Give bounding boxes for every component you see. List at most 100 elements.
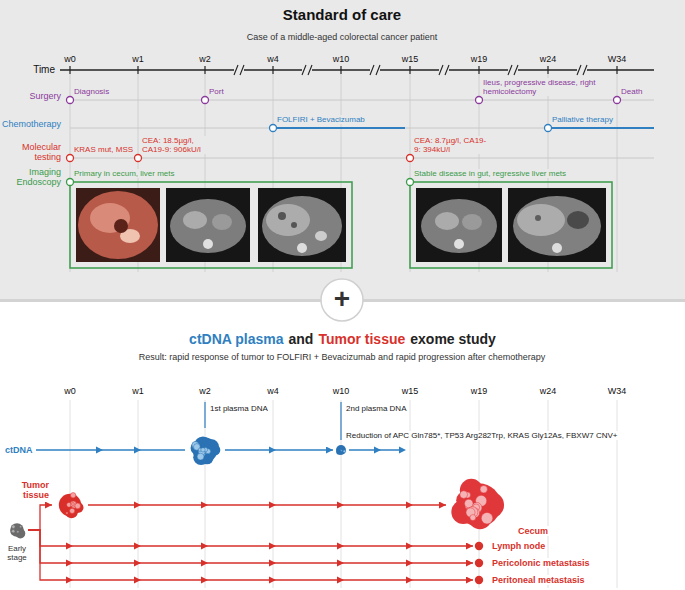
tumor-cluster: Tumor tissue bbox=[52, 487, 88, 523]
arrowhead bbox=[269, 502, 276, 509]
cell-highlight bbox=[480, 543, 482, 545]
cell bbox=[478, 544, 482, 548]
metastasis-dot: Lymph node bbox=[473, 540, 485, 552]
arrowhead bbox=[406, 543, 413, 550]
image-ground bbox=[416, 188, 502, 262]
event-marker bbox=[270, 125, 277, 132]
node-shape bbox=[333, 442, 349, 458]
week-label: w24 bbox=[539, 54, 558, 64]
arrowhead bbox=[337, 577, 344, 584]
cell-highlight bbox=[72, 503, 75, 506]
image-detail bbox=[421, 199, 497, 253]
event-label: Diagnosis bbox=[73, 87, 110, 96]
arrowhead bbox=[66, 543, 73, 550]
metastasis-dot: Pericolonic metastasis bbox=[473, 557, 485, 569]
top-panel bbox=[0, 0, 685, 299]
event-marker bbox=[67, 179, 74, 186]
connector-group bbox=[28, 530, 473, 550]
week-label: w2 bbox=[198, 54, 212, 64]
arrowhead bbox=[269, 543, 276, 550]
connector bbox=[28, 505, 52, 530]
grid-line bbox=[205, 400, 206, 588]
grid-line bbox=[273, 400, 274, 588]
event-marker bbox=[407, 179, 414, 186]
image-detail bbox=[513, 196, 601, 256]
arrowhead bbox=[66, 560, 73, 567]
title: Standard of care bbox=[282, 6, 402, 23]
cell bbox=[478, 545, 481, 548]
break-mark bbox=[577, 65, 587, 75]
axis-tick bbox=[69, 66, 70, 74]
image-detail bbox=[90, 203, 130, 233]
event-markers bbox=[67, 97, 621, 186]
week-label: w4 bbox=[266, 386, 280, 396]
cell-highlight bbox=[480, 560, 482, 562]
node-shape bbox=[6, 519, 28, 541]
image-detail bbox=[291, 222, 297, 228]
grid-line bbox=[617, 400, 618, 588]
arrowhead bbox=[96, 447, 103, 454]
break-mark bbox=[234, 65, 244, 75]
node-label: 2nd plasma DNA bbox=[345, 404, 407, 413]
image-detail bbox=[262, 196, 342, 256]
grid-line bbox=[341, 400, 342, 588]
image-frame bbox=[410, 182, 612, 268]
arrowhead bbox=[406, 560, 413, 567]
cell-mass bbox=[475, 576, 483, 584]
week-label: w0 bbox=[63, 54, 77, 64]
event-marker bbox=[67, 97, 74, 104]
ct-image bbox=[166, 188, 250, 262]
ctdna-cluster: 2nd plasma DNAReduction of APC Gln785*, … bbox=[333, 442, 349, 458]
cell bbox=[478, 562, 481, 565]
arrowhead bbox=[399, 447, 406, 454]
break-mark bbox=[302, 65, 312, 75]
ct-image bbox=[416, 188, 502, 262]
row-label: ctDNA bbox=[4, 445, 34, 455]
cell-highlight bbox=[341, 450, 342, 451]
axis-tick bbox=[204, 66, 205, 74]
week-label: w2 bbox=[198, 386, 212, 396]
row-label: Surgery bbox=[28, 91, 62, 101]
arrowhead bbox=[201, 577, 208, 584]
cell-mass bbox=[336, 445, 346, 455]
cell bbox=[477, 544, 481, 548]
image-detail bbox=[535, 215, 541, 221]
cell-mass bbox=[475, 559, 483, 567]
break-gap bbox=[508, 66, 518, 74]
arrowhead bbox=[134, 543, 141, 550]
break-mark bbox=[370, 65, 380, 75]
event-label: CEA: 8.7µg/l, CA19-9: 394kU/l bbox=[413, 136, 491, 154]
tumor-cluster: Cecum bbox=[446, 472, 512, 538]
week-label: w1 bbox=[131, 386, 145, 396]
node-label: Peritoneal metastasis bbox=[491, 575, 586, 585]
image-detail bbox=[266, 204, 310, 236]
node-shape bbox=[473, 540, 485, 552]
event-marker bbox=[202, 97, 209, 104]
arrowhead bbox=[269, 560, 276, 567]
cell-mass bbox=[475, 542, 483, 550]
cell-highlight bbox=[480, 577, 482, 579]
week-label: w1 bbox=[131, 54, 145, 64]
image-ground bbox=[508, 188, 606, 262]
event-marker bbox=[476, 97, 483, 104]
row-label: Imaging Endoscopy bbox=[8, 167, 62, 188]
cell-highlight bbox=[480, 486, 487, 493]
cell-highlight bbox=[75, 503, 81, 509]
ct-image bbox=[258, 188, 346, 262]
subtitle: Case of a middle-aged colorectal cancer … bbox=[246, 32, 439, 42]
heading-part: exome study bbox=[410, 331, 496, 347]
ct-image bbox=[508, 188, 606, 262]
cell bbox=[477, 578, 481, 582]
image-detail bbox=[435, 212, 459, 230]
image-detail bbox=[114, 219, 128, 233]
grid-line bbox=[138, 400, 139, 588]
week-label: w15 bbox=[401, 54, 420, 64]
week-label: w15 bbox=[401, 386, 420, 396]
cell-highlight bbox=[12, 530, 15, 533]
axis-tick bbox=[478, 66, 479, 74]
week-label: w19 bbox=[470, 54, 489, 64]
image-detail bbox=[462, 214, 482, 230]
image-detail bbox=[315, 231, 327, 241]
row-line bbox=[70, 128, 654, 129]
